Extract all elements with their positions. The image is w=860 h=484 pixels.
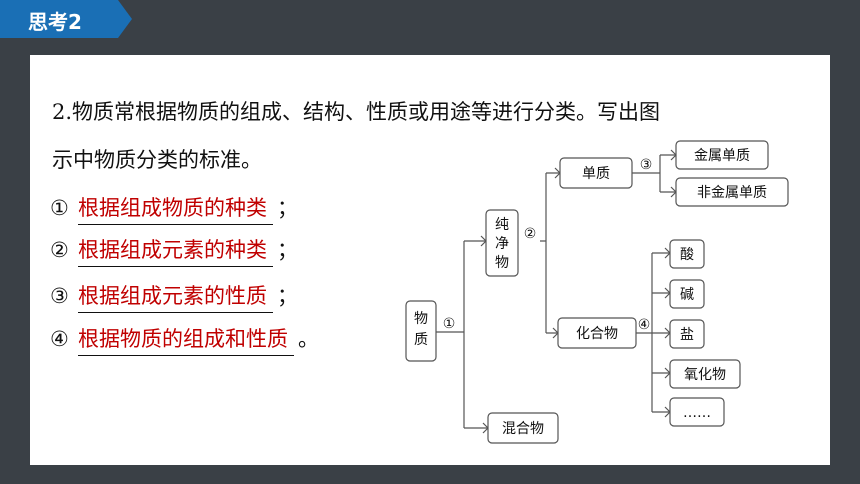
answer-1: ① 根据组成物质的种类； <box>50 192 298 225</box>
node-compound-label: 化合物 <box>576 326 618 342</box>
answer-1-text: 根据组成物质的种类 <box>78 192 273 225</box>
answer-4-number: ④ <box>50 327 69 351</box>
node-metal-label: 金属单质 <box>694 148 750 164</box>
node-salt-box <box>669 319 705 349</box>
answer-3-text: 根据组成元素的性质 <box>78 280 273 313</box>
node-pure-box <box>485 209 519 277</box>
answer-1-number: ① <box>50 196 69 220</box>
question-line-2: 示中物质分类的标准。 <box>52 148 262 172</box>
node-root-box <box>405 300 437 362</box>
node-oxide-box <box>669 359 741 389</box>
node-mixture-box <box>487 412 559 444</box>
node-compound-box <box>557 317 637 349</box>
node-pure-label-c: 物 <box>495 255 509 271</box>
node-metal-box <box>675 140 769 170</box>
node-pure-label-b: 净 <box>495 236 509 252</box>
answer-3-number: ③ <box>50 284 69 308</box>
answer-4-punct: 。 <box>298 327 319 351</box>
answer-2: ② 根据组成元素的种类； <box>50 234 298 267</box>
marker-3: ③ <box>640 157 653 173</box>
node-base-box <box>669 279 705 309</box>
answer-4-text: 根据物质的组成和性质 <box>78 323 294 356</box>
section-title: 思考2 <box>28 10 82 34</box>
node-acid-box <box>669 239 705 269</box>
node-acid-label: 酸 <box>680 247 694 263</box>
node-etc-box <box>669 397 725 427</box>
node-root-label-a: 物 <box>414 311 428 327</box>
answer-2-punct: ； <box>277 238 298 262</box>
marker-2: ② <box>524 226 537 242</box>
node-base-label: 碱 <box>680 287 694 303</box>
answer-1-punct: ； <box>277 196 298 220</box>
diagram-connectors <box>436 149 677 434</box>
question-line-1: 2.物质常根据物质的组成、结构、性质或用途等进行分类。写出图 <box>52 100 661 124</box>
answer-3: ③ 根据组成元素的性质； <box>50 280 298 313</box>
node-root-label-b: 质 <box>414 332 428 348</box>
answer-3-punct: ； <box>277 284 298 308</box>
node-pure-label-a: 纯 <box>495 217 509 233</box>
marker-1: ① <box>443 316 456 332</box>
answer-2-text: 根据组成元素的种类 <box>78 234 273 267</box>
section-tag: 思考2 <box>0 0 132 38</box>
marker-4: ④ <box>638 317 651 333</box>
node-element-label: 单质 <box>582 166 610 182</box>
answer-2-number: ② <box>50 238 69 262</box>
node-element-box <box>559 157 633 189</box>
node-salt-label: 盐 <box>680 327 694 343</box>
node-nonmetal-label: 非金属单质 <box>697 185 767 201</box>
node-mixture-label: 混合物 <box>502 421 544 437</box>
node-oxide-label: 氧化物 <box>684 367 726 383</box>
node-nonmetal-box <box>675 177 789 207</box>
classification-diagram: 物 质 ① 纯 净 物 ② 混合物 单质 ③ 化合物 ④ 金属单质 非金属单质 … <box>405 140 789 444</box>
content-card: 2.物质常根据物质的组成、结构、性质或用途等进行分类。写出图 示中物质分类的标准… <box>30 55 830 465</box>
answer-4: ④ 根据物质的组成和性质。 <box>50 323 319 356</box>
node-etc-label: …… <box>683 405 711 421</box>
